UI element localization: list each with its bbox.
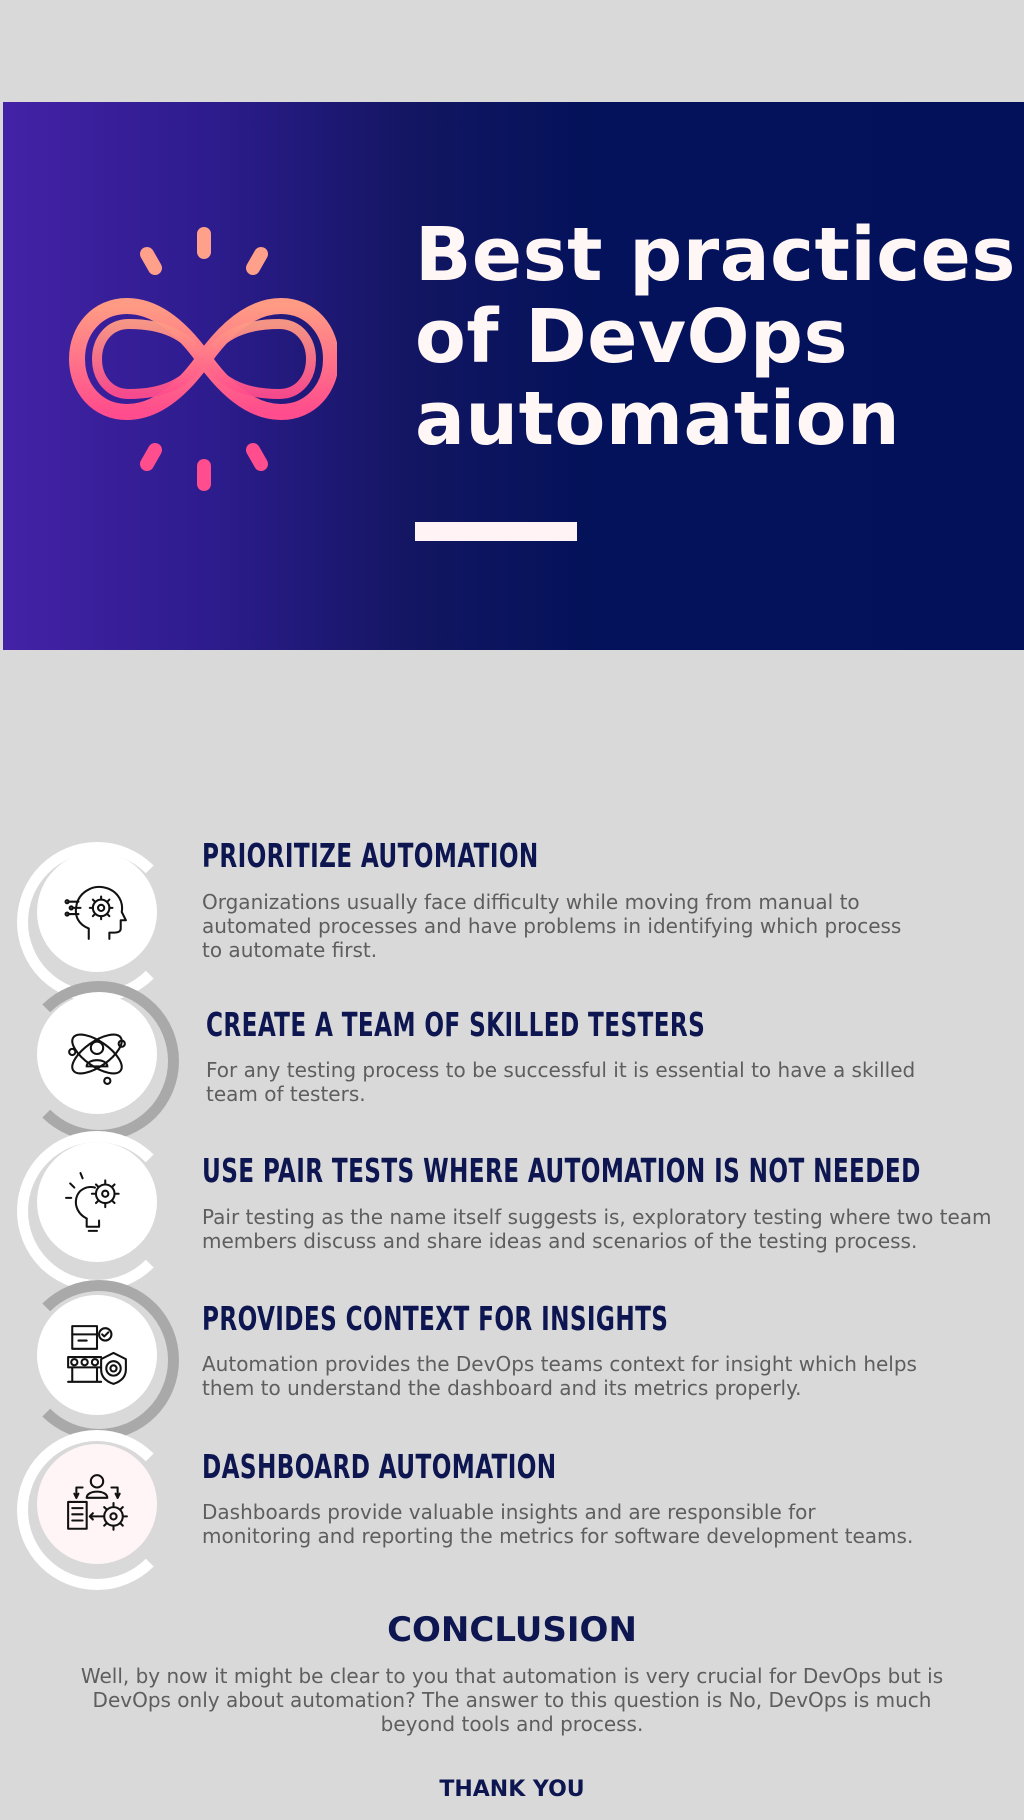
item-icon-badge: [37, 994, 157, 1114]
conclusion-line: DevOps only about automation? The answer…: [92, 1688, 932, 1712]
thank-you-text: THANK YOU: [439, 1777, 585, 1802]
item-description-line: members discuss and share ideas and scen…: [202, 1229, 918, 1253]
conveyor-target-icon: [67, 1325, 127, 1385]
conclusion-line: Well, by now it might be clear to you th…: [80, 1664, 944, 1688]
item-description-line: Dashboards provide valuable insights and…: [202, 1500, 816, 1524]
item-icon-badge: [37, 1295, 157, 1415]
team-network-icon: [68, 1033, 126, 1085]
conclusion-line: beyond tools and process.: [380, 1712, 644, 1736]
item-description-line: automated processes and have problems in…: [202, 914, 902, 938]
item-description: Pair testing as the name itself suggests…: [202, 1205, 1010, 1253]
item-description: Organizations usually face difficulty wh…: [202, 890, 1010, 962]
page-title: Best practices of DevOps automation: [415, 214, 1015, 460]
item-icon-badge: [37, 1444, 157, 1564]
title-line-2: of DevOps: [415, 294, 849, 380]
item-icon-badge: [37, 852, 157, 972]
timeline-arc: [17, 1430, 177, 1590]
item-description-line: them to understand the dashboard and its…: [202, 1376, 802, 1400]
conclusion-text: Well, by now it might be clear to you th…: [70, 1664, 954, 1736]
infinity-icon: [68, 227, 337, 491]
item-description-line: Pair testing as the name itself suggests…: [202, 1205, 992, 1229]
item-title: PROVIDES CONTEXT FOR INSIGHTS: [202, 1299, 669, 1338]
item-title: DASHBOARD AUTOMATION: [202, 1447, 557, 1486]
item-title: CREATE A TEAM OF SKILLED TESTERS: [206, 1005, 706, 1044]
item-description-line: Organizations usually face difficulty wh…: [202, 890, 860, 914]
item-title: PRIORITIZE AUTOMATION: [202, 836, 539, 875]
title-underline-bar: [415, 522, 577, 541]
idea-gear-icon: [65, 1172, 120, 1232]
item-description: Dashboards provide valuable insights and…: [202, 1500, 1010, 1548]
conclusion-title: CONCLUSION: [387, 1610, 637, 1650]
title-line-3: automation: [415, 376, 901, 462]
person-dashboard-gear-icon: [67, 1474, 128, 1531]
item-description-line: Automation provides the DevOps teams con…: [202, 1352, 917, 1376]
item-description: Automation provides the DevOps teams con…: [202, 1352, 1010, 1400]
hero-banner: Best practices of DevOps automation: [3, 102, 1024, 650]
item-icon-badge: [37, 1142, 157, 1262]
brain-gears-icon: [64, 885, 127, 940]
title-line-1: Best practices: [415, 212, 1016, 298]
item-description-line: For any testing process to be successful…: [206, 1058, 916, 1082]
item-description-line: team of testers.: [206, 1082, 366, 1106]
item-description-line: to automate first.: [202, 938, 378, 962]
item-description: For any testing process to be successful…: [206, 1058, 1010, 1106]
item-title: USE PAIR TESTS WHERE AUTOMATION IS NOT N…: [202, 1151, 921, 1190]
item-description-line: monitoring and reporting the metrics for…: [202, 1524, 914, 1548]
